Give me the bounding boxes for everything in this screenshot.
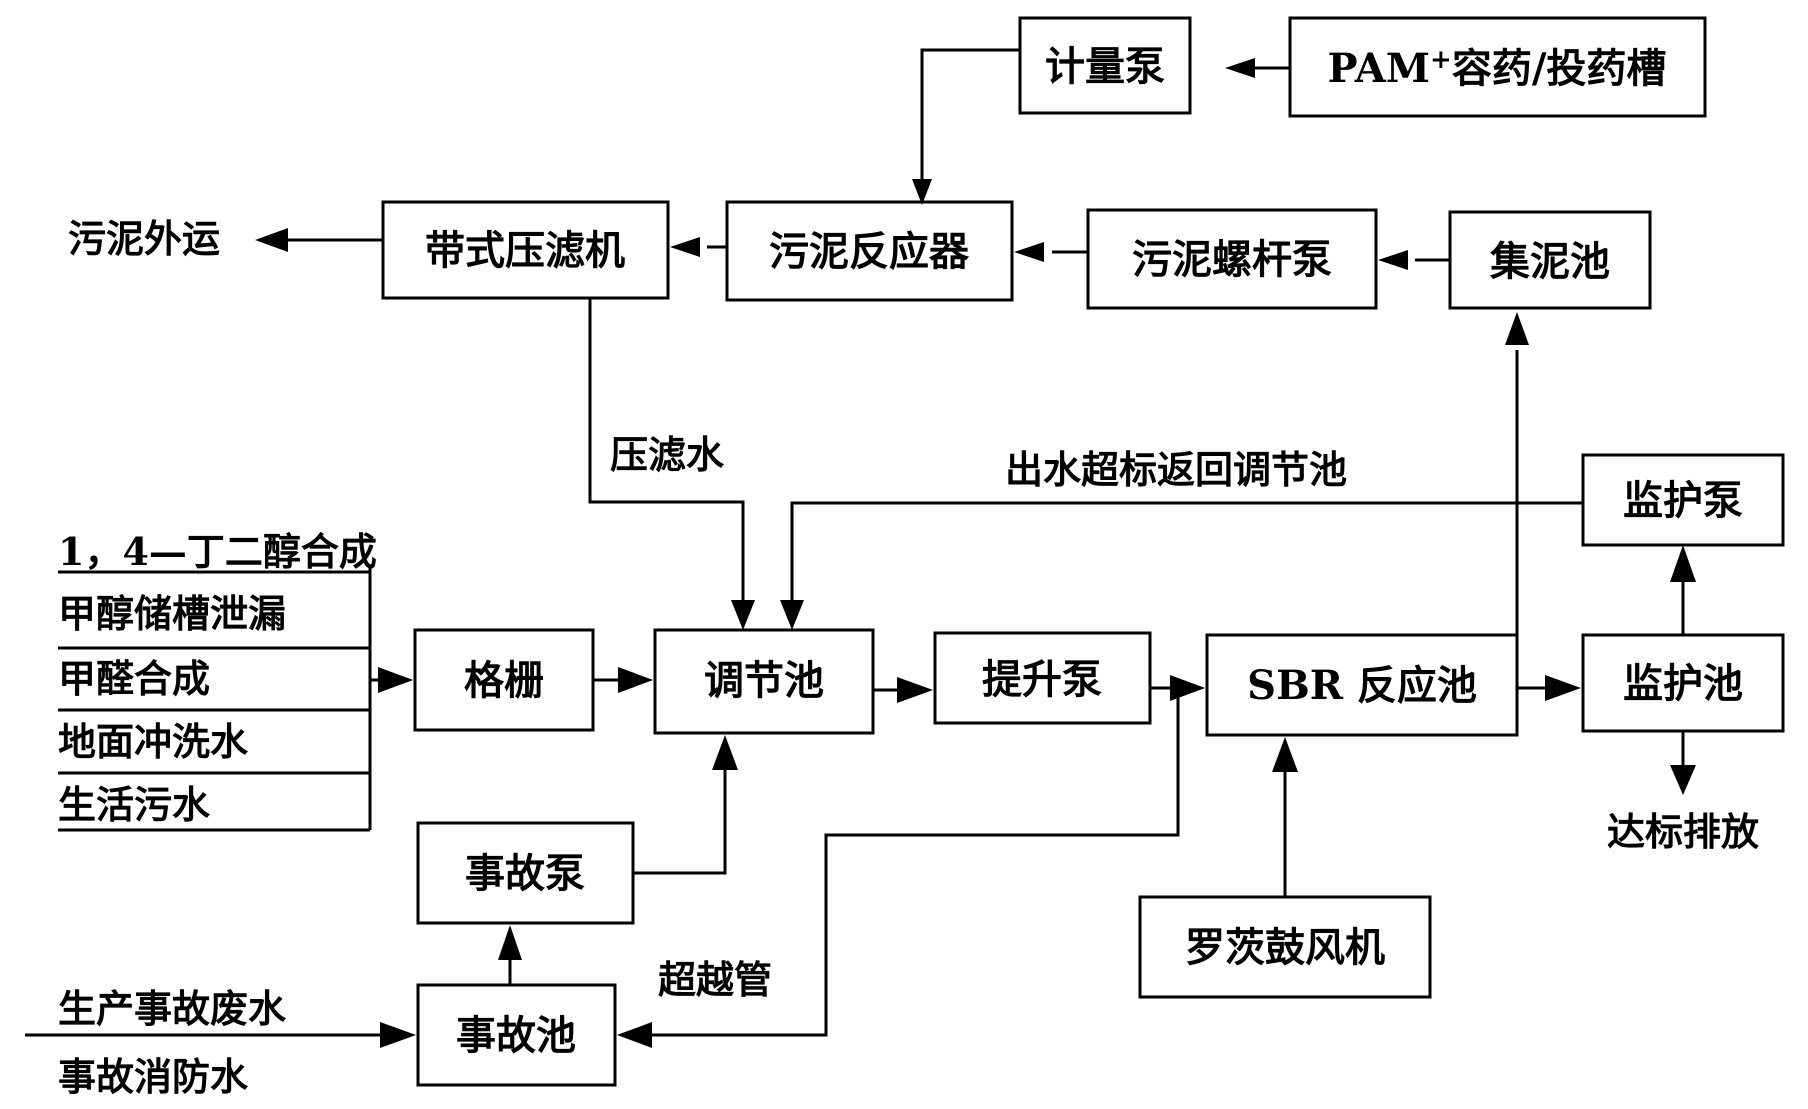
accident-tank-box: 事故池 [416, 983, 617, 1087]
monitor-tank-box: 监护池 [1581, 633, 1785, 733]
sludge-collection-tank-label: 集泥池 [1489, 238, 1610, 285]
monitor-pump-label: 监护泵 [1623, 477, 1743, 524]
accident-pump-label: 事故泵 [465, 850, 585, 897]
accident-sources: 生产事故废水 事故消防水 [58, 986, 287, 1099]
grille-box: 格栅 [413, 628, 595, 732]
filtrate-label: 压滤水 [610, 432, 725, 477]
source-item: 生活污水 [58, 782, 211, 827]
flow-lines [25, 48, 1685, 1037]
wastewater-sources: 1，4—丁二醇合成 甲醇储槽泄漏 甲醛合成 地面冲洗水 生活污水 [58, 529, 377, 832]
pam-dosing-tank-box: PAM+容药/投药槽 [1288, 16, 1707, 118]
sludge-screw-pump-box: 污泥螺杆泵 [1086, 208, 1378, 310]
source-item: 甲醛合成 [58, 656, 210, 701]
regulating-tank-box: 调节池 [653, 628, 875, 735]
sludge-collection-tank-box: 集泥池 [1448, 210, 1652, 310]
lift-pump-box: 提升泵 [933, 631, 1152, 725]
arrow-heads [255, 58, 1696, 1048]
belt-filter-press-box: 带式压滤机 [381, 200, 670, 300]
source-underlines [58, 570, 370, 832]
sludge-reactor-label: 污泥反应器 [769, 228, 970, 275]
return-to-regulating-label: 出水超标返回调节池 [1005, 447, 1347, 492]
source-item: 1，4—丁二醇合成 [58, 529, 377, 574]
monitor-pump-box: 监护泵 [1581, 453, 1785, 547]
roots-blower-box: 罗茨鼓风机 [1138, 895, 1432, 999]
source-item: 地面冲洗水 [58, 719, 249, 764]
grille-label: 格栅 [464, 657, 544, 704]
accident-source-item: 事故消防水 [58, 1054, 249, 1099]
roots-blower-label: 罗茨鼓风机 [1185, 924, 1385, 971]
sludge-reactor-box: 污泥反应器 [725, 200, 1014, 302]
belt-filter-press-label: 带式压滤机 [425, 227, 625, 274]
pam-dosing-tank-label: PAM+容药/投药槽 [1328, 45, 1667, 92]
accident-tank-label: 事故池 [456, 1012, 576, 1059]
lift-pump-label: 提升泵 [982, 656, 1102, 703]
sludge-screw-pump-label: 污泥螺杆泵 [1132, 236, 1332, 283]
metering-pump-box: 计量泵 [1018, 16, 1192, 115]
sludge-out-label: 污泥外运 [68, 216, 220, 261]
sbr-reactor-box: SBR 反应池 [1205, 633, 1519, 737]
accident-pump-box: 事故泵 [416, 821, 635, 925]
sbr-reactor-label: SBR 反应池 [1247, 662, 1477, 709]
regulating-tank-label: 调节池 [704, 657, 824, 704]
monitor-tank-label: 监护池 [1623, 660, 1743, 707]
source-item: 甲醇储槽泄漏 [58, 591, 286, 636]
discharge-label: 达标排放 [1607, 809, 1759, 854]
bypass-pipe-label: 超越管 [658, 957, 772, 1002]
metering-pump-label: 计量泵 [1045, 43, 1165, 90]
accident-source-item: 生产事故废水 [58, 986, 287, 1031]
